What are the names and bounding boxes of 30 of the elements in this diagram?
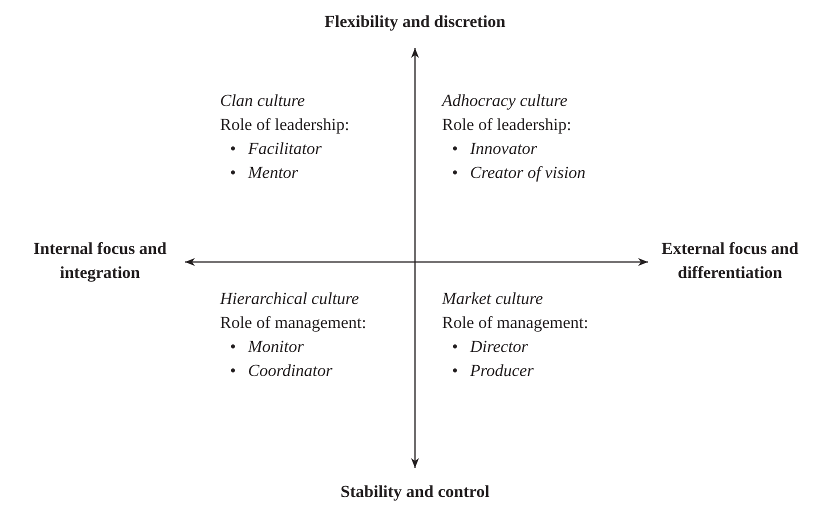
role-text: Role of management: (220, 312, 366, 334)
role-text: Role of leadership: (442, 114, 572, 136)
axis-label: Flexibility and discretion (300, 10, 530, 34)
role-item: Creator of vision (470, 162, 586, 184)
role-item: Mentor (248, 162, 298, 184)
quadrant-heading: Market culture (442, 288, 543, 310)
role-item: Director (470, 336, 528, 358)
role-item: Facilitator (248, 138, 322, 160)
axis-label: Stability and control (300, 480, 530, 504)
quadrant-heading: Hierarchical culture (220, 288, 359, 310)
role-item: Innovator (470, 138, 538, 160)
role-item: Coordinator (248, 360, 332, 382)
role-text: Role of management: (442, 312, 588, 334)
axis-arrow (185, 258, 648, 266)
bullet: • (230, 138, 236, 160)
bullet: • (452, 336, 458, 358)
bullet: • (230, 162, 236, 184)
axis-label: Internal focus and integration (0, 237, 200, 285)
quadrant-heading: Adhocracy culture (442, 90, 568, 112)
role-item: Producer (470, 360, 534, 382)
role-text: Role of leadership: (220, 114, 350, 136)
bullet: • (230, 360, 236, 382)
bullet: • (452, 162, 458, 184)
quadrant-heading: Clan culture (220, 90, 305, 112)
bullet: • (230, 336, 236, 358)
bullet: • (452, 138, 458, 160)
role-item: Monitor (248, 336, 304, 358)
axis-arrow (411, 48, 419, 468)
bullet: • (452, 360, 458, 382)
axis-label: External focus and differentiation (630, 237, 830, 285)
